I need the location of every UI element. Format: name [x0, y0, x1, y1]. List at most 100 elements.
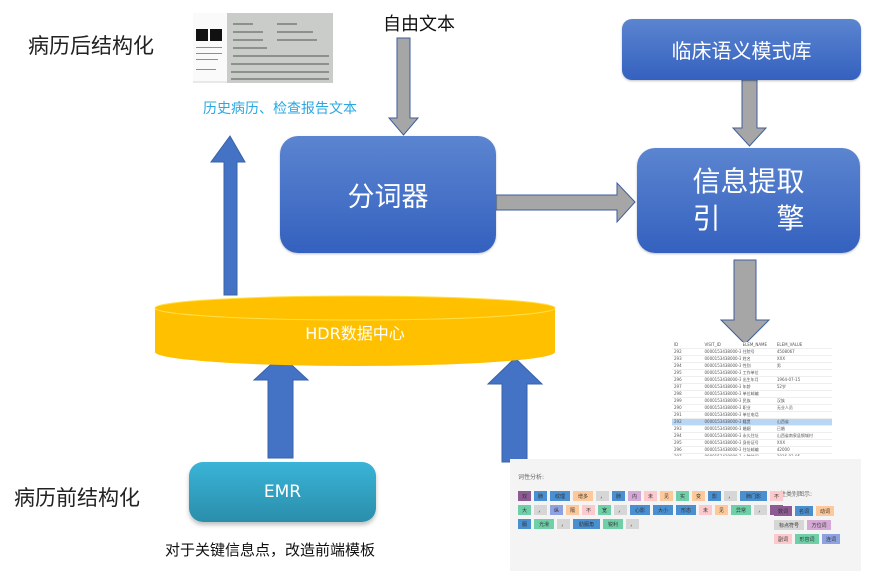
table-cell: 296: [674, 377, 682, 382]
table-cell: 0000153438000-3: [704, 363, 741, 368]
table-cell: 民族: [742, 398, 751, 403]
pos-legend-num: 数词: [774, 506, 792, 516]
table-cell: 汉族: [776, 398, 785, 403]
table-cell: 单位邮编: [742, 391, 759, 396]
pos-up-arrow: [486, 357, 544, 463]
clinical-pattern-library-box: 临床语义模式库: [622, 19, 861, 80]
table-cell: 0000153438000-3: [704, 412, 741, 417]
table-header-row: ID VISIT_ID ELEM_NAME ELEM_VALUE: [672, 342, 832, 349]
emr-note-label: 对于关键信息点，改造前端模板: [165, 541, 376, 559]
emr-box: EMR: [189, 462, 376, 522]
table-cell: 291: [674, 412, 682, 417]
pos-analysis-panel: 词性分析: 词性类别图示: 双肺纹理增多，肺内未见实变影，肺门影不大，纵隔不宽，…: [510, 459, 861, 571]
table-cell: [775, 391, 832, 397]
pos-tag-conj: 纵: [550, 505, 563, 515]
engine-label-line2: 引 擎: [692, 201, 805, 235]
table-cell: [775, 370, 832, 376]
emr-up-arrow: [252, 354, 310, 459]
table-cell: 295: [674, 440, 682, 445]
table-cell: 年龄: [742, 384, 751, 389]
hdr-data-center-label: HDR数据中心: [305, 324, 405, 343]
table-cell: 290: [674, 405, 682, 410]
pos-tag-verb: 见: [660, 491, 673, 501]
pos-tag-verb: 见: [715, 505, 728, 515]
table-cell: 已婚: [776, 426, 785, 431]
pos-legend-adj: 形容词: [795, 534, 819, 544]
medical-record-thumbnail: [193, 13, 333, 83]
table-cell: 永久住址: [742, 433, 759, 438]
pos-tag-adv: 未: [644, 491, 657, 501]
extraction-result-table: ID VISIT_ID ELEM_NAME ELEM_VALUE 292 00001534…: [672, 342, 832, 456]
free-text-arrow: [387, 37, 420, 136]
table-cell: ELEM_NAME: [742, 342, 768, 347]
pos-tag-noun: 大小: [653, 505, 673, 515]
pos-legend-verb: 动词: [816, 506, 834, 516]
table-cell: ID: [674, 342, 679, 347]
hdr-data-center-cylinder: [154, 295, 556, 366]
pos-tag-adj: 实: [676, 491, 689, 501]
table-cell: 294: [674, 363, 682, 368]
pos-tag-adj: 异常: [731, 505, 751, 515]
pos-tag-punct: ，: [724, 491, 737, 501]
table-cell: 0000153438000-3: [704, 433, 741, 438]
information-extraction-engine-box: 信息提取 引 擎: [637, 148, 860, 253]
table-cell: 姓名: [742, 356, 751, 361]
pos-tag-noun: 形态: [676, 505, 696, 515]
pos-tag-noun: 心影: [630, 505, 650, 515]
table-cell: 0000153438000-3: [704, 447, 741, 452]
table-cell: 297: [672, 454, 703, 456]
table-cell: 单位电话: [742, 412, 759, 417]
table-cell: 0000153438000-3: [703, 454, 741, 456]
tokenizer-to-engine-arrow: [495, 181, 636, 224]
table-cell: 292: [674, 419, 682, 424]
history-reports-label: 历史病历、检查报告文本: [203, 101, 357, 117]
table-cell: [775, 412, 832, 418]
table-cell: 0000153438000-3: [704, 370, 741, 375]
table-cell: 住址邮编: [742, 447, 759, 452]
pos-tag-verb: 变: [692, 491, 705, 501]
table-cell: 男: [776, 363, 781, 368]
pos-tag-adj: 光滑: [534, 519, 554, 529]
table-cell: ELEM_VALUE: [776, 342, 803, 347]
pos-tag-punct: ，: [754, 505, 767, 515]
table-cell: 山西省: [776, 419, 789, 424]
table-cell: 1964-07-15: [776, 377, 801, 382]
table-cell: 293: [674, 426, 682, 431]
table-cell: 职业: [742, 405, 751, 410]
tokenizer-box: 分词器: [280, 136, 496, 253]
table-cell: 42000: [776, 447, 790, 452]
table-cell: 身份证号: [742, 440, 759, 445]
table-cell: 0000153438000-3: [704, 426, 741, 431]
table-cell: 入院时间: [741, 454, 775, 456]
pos-tag-verb: 隔: [566, 505, 579, 515]
pos-legend-adv: 副词: [774, 534, 792, 544]
table-cell: 性别: [742, 363, 751, 368]
table-cell: 293: [674, 356, 682, 361]
table-cell: VISIT_ID: [704, 342, 721, 347]
pos-analysis-title: 词性分析:: [518, 474, 545, 481]
pos-tag-punct: ，: [614, 505, 627, 515]
pos-tag-noun: 肋膈角: [573, 519, 600, 529]
table-cell: 294: [674, 433, 682, 438]
pos-tag-noun: 肺: [612, 491, 625, 501]
table-cell: 出生年月: [742, 377, 759, 382]
tokenizer-label: 分词器: [347, 182, 429, 213]
pos-legend-conj: 连词: [822, 534, 840, 544]
table-cell: 0000153438000-3: [704, 405, 741, 410]
table-cell: 299: [674, 398, 682, 403]
pos-tag-num: 双: [518, 491, 531, 501]
table-cell: 4508067: [776, 349, 795, 354]
pos-tag-punct: ，: [626, 519, 639, 529]
table-cell: 工作单位: [742, 370, 759, 375]
